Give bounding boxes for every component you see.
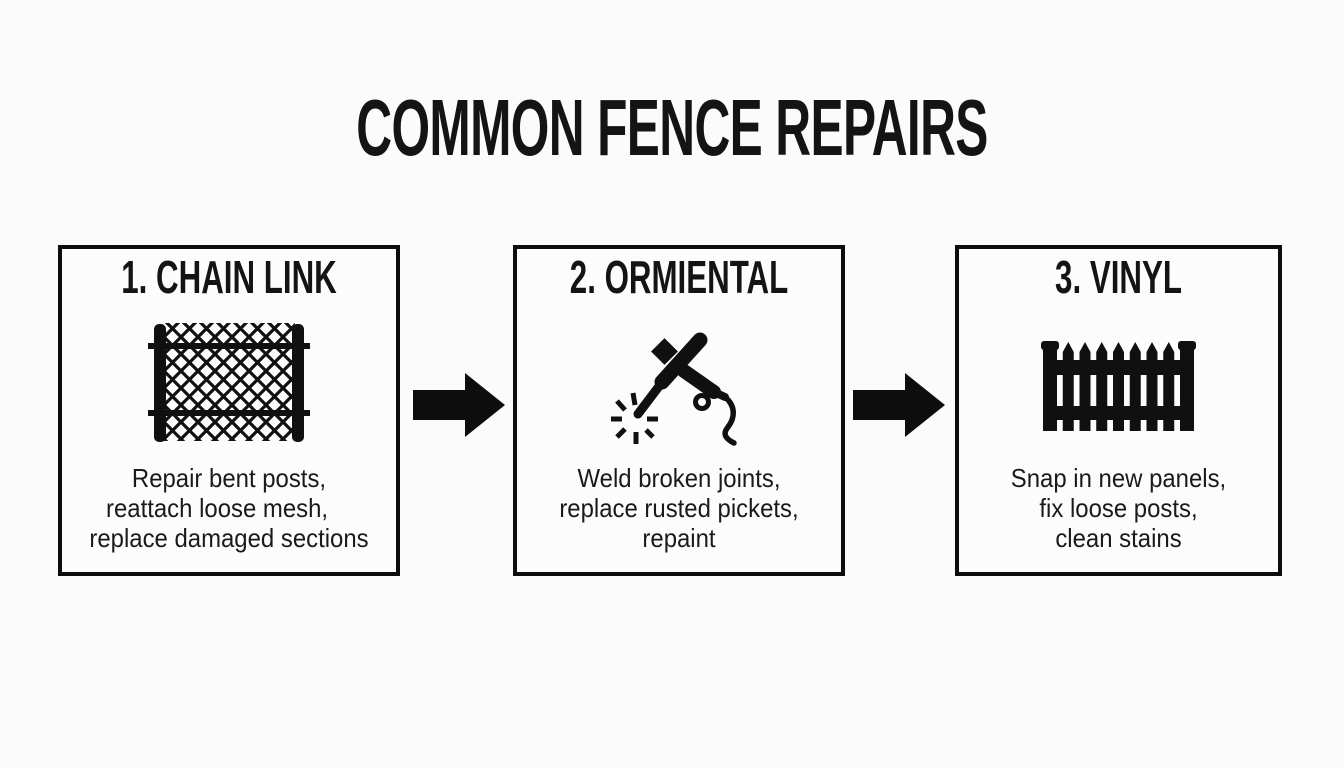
card-chain-link-heading: 1. CHAIN LINK	[121, 251, 337, 303]
card-chain-link-text: Repair bent posts, reattach loose mesh, …	[75, 463, 382, 553]
text-line: clean stains	[1055, 523, 1182, 553]
text-line: replace rusted pickets,	[559, 493, 799, 523]
vinyl-picket-fence-icon	[1041, 339, 1196, 431]
text-line: Repair bent posts,	[131, 463, 327, 493]
text-line: fix loose posts,	[1039, 493, 1198, 523]
card-ornamental: 2. ORMIENTAL	[513, 245, 845, 576]
text-line: repaint	[642, 523, 716, 553]
card-vinyl-heading: 3. VINYL	[1055, 251, 1182, 303]
text-line: Weld broken joints,	[577, 463, 781, 493]
right-arrow-icon	[853, 372, 946, 438]
card-ornamental-text: Weld broken joints, replace rusted picke…	[530, 463, 828, 553]
text-line: Snap in new panels,	[1010, 463, 1227, 493]
card-ornamental-heading: 2. ORMIENTAL	[569, 251, 789, 303]
right-arrow-icon	[413, 372, 506, 438]
text-line: reattach loose mesh,	[106, 493, 329, 523]
card-vinyl: 3. VINYL	[955, 245, 1282, 576]
card-chain-link: 1. CHAIN LINK Repair bent posts, reattac…	[58, 245, 400, 576]
card-vinyl-text: Snap in new panels, fix loose posts, cle…	[972, 463, 1265, 553]
text-line: replace damaged sections	[89, 523, 369, 553]
chain-link-fence-icon	[147, 320, 311, 445]
welding-torch-icon	[608, 330, 750, 453]
page-title: COMMON FENCE REPAIRS	[356, 83, 988, 172]
